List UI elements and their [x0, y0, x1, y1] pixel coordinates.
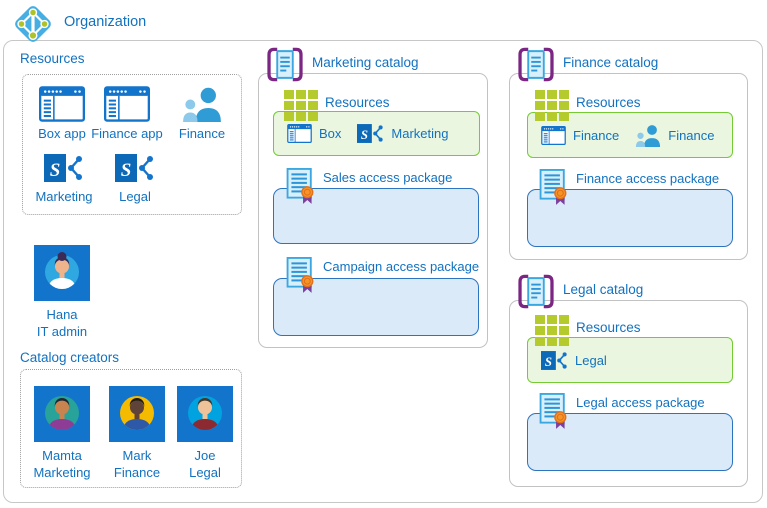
sharepoint-icon — [357, 122, 384, 145]
resource-label: Finance — [573, 127, 620, 143]
catalog-resources-title: Resources — [325, 95, 390, 110]
catalog-creators-box: Mamta Marketing Mark Finance Joe Legal — [20, 369, 242, 488]
access-package-title: Finance access package — [576, 171, 720, 186]
sharepoint-icon — [541, 349, 568, 372]
strip-resource: Box — [287, 124, 341, 143]
catalog-icon — [266, 47, 304, 82]
resource-item: Finance — [169, 86, 235, 141]
strip-resource: Marketing — [357, 122, 448, 145]
certificate-icon — [286, 167, 317, 205]
resource-label: Finance — [668, 127, 715, 143]
catalog-body: Resources Box Marketing Sales access pac… — [258, 73, 488, 348]
access-package-title: Sales access package — [323, 170, 453, 185]
resource-label: Box — [319, 126, 342, 141]
resource-item: Legal — [107, 149, 163, 204]
strip-resource: Finance — [635, 124, 715, 147]
grid-icon — [284, 90, 318, 121]
catalog-icon — [517, 274, 555, 309]
app-window-icon — [39, 86, 85, 122]
resource-label: Finance app — [91, 126, 163, 141]
resource-label: Legal — [119, 189, 151, 204]
catalog-finance: Finance catalog Resources Finance Financ… — [509, 45, 748, 260]
catalog-title: Finance catalog — [563, 55, 659, 70]
access-package-title: Legal access package — [576, 395, 705, 410]
catalog-creators-title: Catalog creators — [20, 350, 120, 365]
organization-icon — [10, 1, 56, 47]
catalog-title: Legal catalog — [563, 282, 644, 297]
resources-box: Box app Finance app Finance Marketing Le… — [22, 74, 242, 215]
certificate-icon — [539, 392, 570, 430]
strip-resource: Legal — [541, 349, 607, 372]
sharepoint-icon — [44, 149, 84, 185]
persona-role: Finance — [113, 465, 161, 481]
app-window-icon — [104, 86, 150, 122]
app-window-icon — [287, 124, 312, 143]
resource-label: Marketing — [391, 126, 449, 141]
catalog-title: Marketing catalog — [312, 55, 419, 70]
creator-persona: Mamta Marketing — [24, 386, 100, 481]
catalog-body: Resources Legal Legal access package — [509, 300, 748, 487]
resource-label: Marketing — [35, 189, 93, 204]
creator-persona: Joe Legal — [167, 386, 243, 481]
certificate-icon — [539, 168, 570, 206]
persona-role: Legal — [189, 465, 221, 481]
creator-persona: Mark Finance — [99, 386, 175, 481]
resource-item: Finance app — [89, 86, 165, 141]
catalog-legal: Legal catalog Resources Legal Legal acce… — [509, 272, 748, 487]
resource-label: Box app — [38, 126, 86, 141]
sharepoint-icon — [115, 149, 155, 185]
resource-item: Marketing — [31, 149, 97, 204]
grid-icon — [535, 315, 569, 346]
catalog-marketing: Marketing catalog Resources Box Marketin… — [258, 45, 488, 348]
catalog-resources-title: Resources — [576, 95, 641, 110]
certificate-icon — [286, 256, 317, 294]
avatar — [34, 245, 90, 301]
avatar — [177, 386, 233, 442]
persona-name: Mark — [122, 448, 152, 463]
catalog-resources-strip: Box Marketing — [273, 111, 480, 156]
catalog-body: Resources Finance Finance Finance access… — [509, 73, 748, 260]
avatar — [109, 386, 165, 442]
resources-section-title: Resources — [20, 51, 85, 66]
resource-label: Legal — [575, 352, 607, 368]
persona-role: Marketing — [33, 465, 91, 481]
it-admin-persona: Hana IT admin — [22, 245, 102, 340]
catalog-resources-title: Resources — [576, 320, 641, 335]
organization-label: Organization — [64, 14, 147, 30]
persona-name: Hana — [46, 307, 78, 322]
app-window-icon — [541, 126, 566, 145]
persona-name: Joe — [194, 448, 216, 463]
strip-resource: Finance — [541, 126, 619, 145]
persona-name: Mamta — [42, 448, 82, 463]
catalog-icon — [517, 47, 555, 82]
avatar — [34, 386, 90, 442]
access-package-title: Campaign access package — [323, 259, 480, 274]
persona-role: IT admin — [36, 324, 88, 340]
user-group-icon — [635, 124, 661, 147]
resource-label: Finance — [178, 126, 226, 141]
grid-icon — [535, 90, 569, 121]
user-group-icon — [182, 86, 222, 122]
resource-item: Box app — [31, 86, 93, 141]
